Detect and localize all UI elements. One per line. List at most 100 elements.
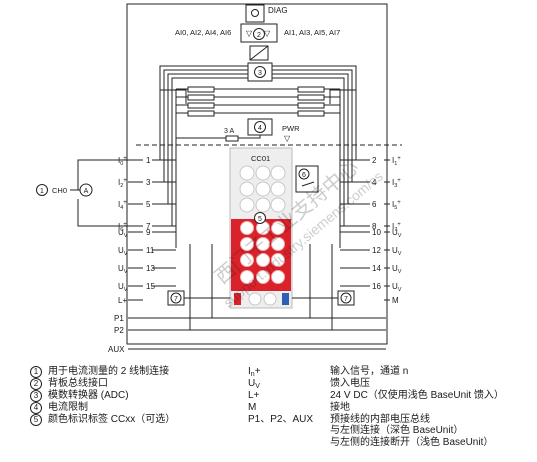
svg-text:13: 13 (146, 264, 155, 273)
legend-desc-3: 接地 (330, 402, 350, 413)
left-terminal-3: I2+ 3 (118, 178, 176, 189)
svg-text:1: 1 (146, 156, 151, 165)
marker-5-circle (254, 212, 266, 224)
channel-bus (159, 65, 357, 226)
svg-text:I0+: I0+ (118, 156, 127, 167)
legend-symbol-1: UV (248, 378, 260, 390)
marker-7-left-circle (170, 292, 182, 304)
svg-text:3: 3 (146, 178, 151, 187)
voltage-rails (128, 317, 386, 350)
ammeter-label: A (84, 188, 89, 195)
left-terminal-9: UV 9 (118, 228, 176, 239)
legend-symbol-4: P1、P2、AUX (248, 414, 314, 425)
svg-text:7: 7 (146, 222, 151, 231)
left-terminal-5: I4+ 5 (118, 200, 176, 211)
baseunit-terminals-red (240, 221, 285, 284)
ch0-label: CH0 (52, 186, 67, 195)
right-terminal-8: I7+8 (340, 222, 401, 233)
legend-desc-0: 输入信号，通道 n (330, 366, 409, 377)
legend-desc-1: 馈入电压 (330, 378, 370, 389)
module-frame (126, 3, 388, 345)
svg-text:10: 10 (372, 228, 381, 237)
svg-text:M: M (392, 296, 399, 305)
svg-text:12: 12 (372, 246, 381, 255)
svg-text:15: 15 (146, 282, 155, 291)
svg-text:UV: UV (118, 228, 128, 239)
svg-text:UV: UV (118, 282, 128, 293)
ai-led-icon-left: ▽ (246, 29, 253, 38)
legend-desc-4: 预接线的内部电压总线 (330, 414, 430, 425)
right-terminal-m: M (384, 296, 399, 305)
left-terminal-13: UV 13 (118, 264, 176, 275)
legend-item-2: 背板总线接口 (48, 378, 108, 389)
pwr-led-icon: ▽ (284, 134, 291, 143)
legend-desc-2: 24 V DC（仅使用浅色 BaseUnit 馈入） (330, 390, 504, 401)
m-indicator (282, 293, 289, 305)
fuse-label: 3 A (224, 128, 234, 135)
rail-p2-label: P2 (114, 326, 124, 335)
ai-led-icon-right: ▽ (264, 29, 271, 38)
legend-symbol-0: In+ (248, 366, 261, 378)
right-terminal-12: UV 12 (340, 246, 402, 257)
svg-text:UV: UV (392, 246, 402, 257)
marker-5: 5 (258, 216, 262, 223)
ai-odd-label: AI1, AI3, AI5, AI7 (284, 28, 340, 37)
right-terminal-10: UV 10 (340, 228, 402, 239)
marker-4: 4 (258, 125, 262, 132)
marker-4-circle (254, 121, 266, 133)
cc-label: CC01 (251, 154, 270, 163)
legend-item-4: 电流限制 (48, 402, 88, 413)
marker-2: 2 (257, 32, 261, 39)
legend-marker-3: 3 (30, 390, 42, 402)
diag-label: DIAG (268, 6, 288, 15)
svg-text:2: 2 (372, 156, 377, 165)
svg-text:I4+: I4+ (118, 200, 127, 211)
svg-text:UV: UV (118, 246, 128, 257)
rail-p1-label: P1 (114, 314, 124, 323)
marker-3-circle (254, 66, 266, 78)
legend-symbol-3: M (248, 402, 257, 413)
diag-led-box (245, 4, 265, 23)
legend-marker-5: 5 (30, 414, 42, 426)
svg-text:9: 9 (146, 228, 151, 237)
legend-marker-4: 4 (30, 402, 42, 414)
right-terminal-6: I5+ 6 (340, 200, 401, 211)
svg-text:6: 6 (372, 200, 377, 209)
svg-text:UV: UV (392, 282, 402, 293)
pwr-label: PWR (282, 124, 300, 133)
marker-1: 1 (40, 188, 44, 195)
svg-text:L+: L+ (118, 296, 127, 305)
svg-text:11: 11 (146, 246, 155, 255)
svg-text:I5+: I5+ (392, 200, 401, 211)
ai-even-label: AI0, AI2, AI4, AI6 (175, 28, 231, 37)
legend-marker-1: 1 (30, 366, 42, 378)
right-terminal-4: I3+4 (340, 178, 401, 189)
legend-item-5: 颜色标识标签 CCxx（可选） (48, 414, 176, 425)
svg-text:I2+: I2+ (118, 178, 127, 189)
legend-item-3: 模数转换器 (ADC) (48, 390, 129, 401)
baseunit-terminals-upper (239, 165, 286, 213)
svg-text:UV: UV (118, 264, 128, 275)
marker-2-circle (253, 28, 265, 40)
legend-marker-2: 2 (30, 378, 42, 390)
marker-1-circle (36, 184, 48, 196)
svg-text:UV: UV (392, 264, 402, 275)
svg-text:5: 5 (146, 200, 151, 209)
legend-extra-0: 与左侧连接（深色 BaseUnit） (330, 425, 464, 436)
left-terminal-11: UV 11 (118, 246, 176, 257)
legend-symbol-2: L+ (248, 390, 260, 401)
svg-text:4: 4 (372, 178, 377, 187)
left-terminal-lplus: L+ (118, 296, 143, 305)
left-terminal-15: UV 15 (118, 282, 176, 293)
marker-3: 3 (258, 70, 262, 77)
marker-7-left: 7 (174, 296, 178, 303)
ch0-wire (77, 159, 143, 190)
l-plus-indicator (234, 293, 241, 305)
svg-text:UV: UV (392, 228, 402, 239)
svg-text:I6+: I6+ (118, 222, 127, 233)
